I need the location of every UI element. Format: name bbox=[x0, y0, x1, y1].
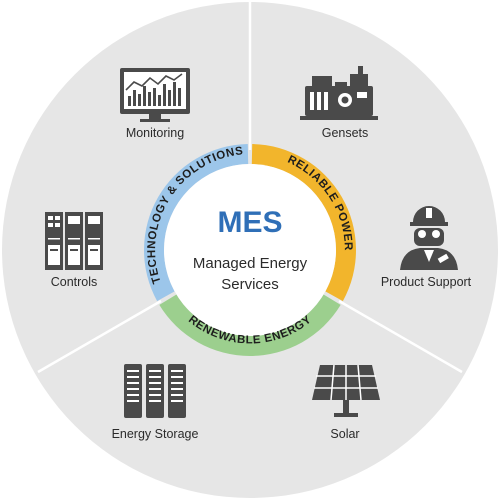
solar-panel-icon bbox=[312, 364, 380, 417]
ring-arc-tech bbox=[143, 144, 249, 302]
monitor-chart-icon bbox=[120, 68, 190, 122]
generator-icon bbox=[300, 66, 378, 120]
segment-dividers bbox=[37, 0, 463, 374]
center-subtitle-line2: Services bbox=[221, 276, 279, 293]
segment-label-product-support: Product Support bbox=[381, 275, 472, 289]
ring-arc-renewable bbox=[159, 294, 341, 356]
center-title: MES bbox=[217, 206, 282, 239]
segment-label-energy-storage: Energy Storage bbox=[112, 427, 199, 441]
segment-label-solar: Solar bbox=[330, 427, 359, 441]
technician-icon bbox=[400, 206, 458, 270]
ring bbox=[143, 144, 357, 356]
center-subtitle-line1: Managed Energy bbox=[193, 255, 308, 272]
segment-label-controls: Controls bbox=[51, 275, 98, 289]
segment-label-gensets: Gensets bbox=[322, 126, 369, 140]
center-circle bbox=[164, 164, 336, 336]
battery-racks-icon bbox=[124, 364, 186, 418]
segment-label-monitoring: Monitoring bbox=[126, 126, 184, 140]
ring-arc-reliable bbox=[251, 144, 357, 302]
control-cabinet-icon bbox=[45, 212, 103, 270]
